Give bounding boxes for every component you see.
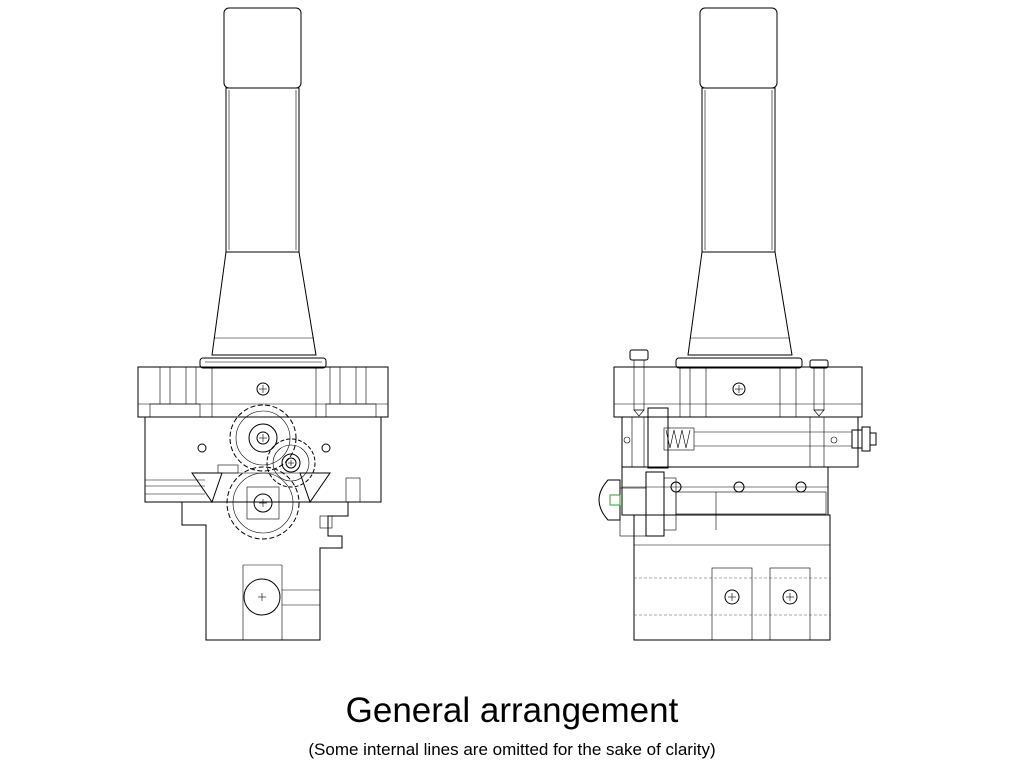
drawing-title: General arrangement [345,691,679,730]
general-arrangement-drawing [137,7,877,641]
front-base-body [144,416,382,641]
side-slide-rail [598,466,829,537]
front-gear-train [226,404,316,540]
side-view [598,7,877,641]
side-top-housing [613,349,863,418]
side-adjusting-screw [621,407,877,469]
front-view [137,7,389,641]
front-top-housing [137,366,389,418]
front-column [199,7,327,369]
drawing-note: (Some internal lines are omitted for the… [308,740,716,759]
side-base-block [633,514,831,641]
side-column [675,7,803,369]
